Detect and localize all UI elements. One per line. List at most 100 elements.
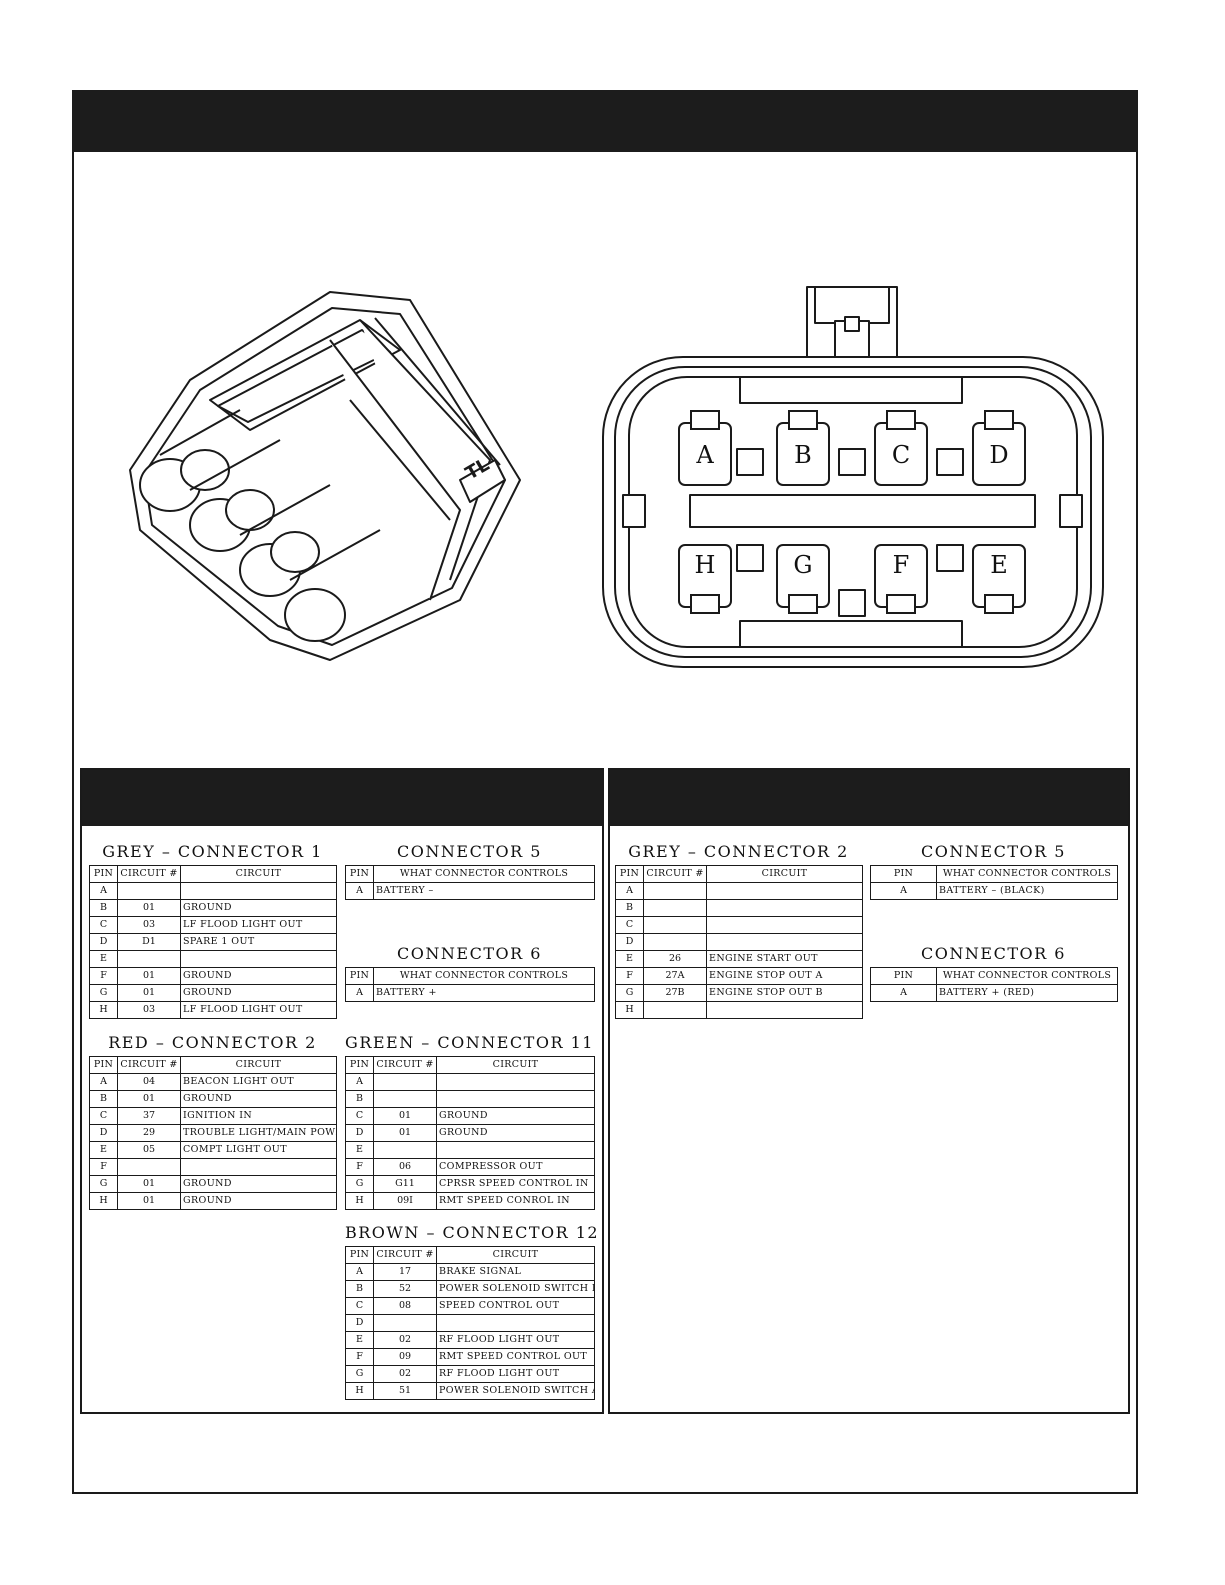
- circuit-name-cell: [180, 882, 337, 900]
- pin-cell: A: [870, 984, 937, 1002]
- pin-cell: E: [615, 950, 644, 968]
- pin-cell: A: [870, 882, 937, 900]
- column-header-circuit-num: CIRCUIT #: [373, 1056, 437, 1074]
- circuit-name-cell: BATTERY + (RED): [936, 984, 1118, 1002]
- column-header-controls: WHAT CONNECTOR CONTROLS: [936, 967, 1118, 985]
- column-header-pin: PIN: [345, 967, 374, 985]
- circuit-name-cell: RMT SPEED CONTROL OUT: [436, 1348, 595, 1366]
- circuit-name-cell: IGNITION IN: [180, 1107, 337, 1125]
- pin-cell: G: [89, 1175, 118, 1193]
- circuit-name-cell: SPARE 1 OUT: [180, 933, 337, 951]
- pin-cell: B: [89, 899, 118, 917]
- table-row: A: [345, 1073, 595, 1091]
- red-connector-2-title: RED – CONNECTOR 2: [108, 1033, 317, 1052]
- circuit-number-cell: 09: [373, 1348, 437, 1366]
- column-header-pin: PIN: [345, 865, 374, 883]
- circuit-name-cell: GROUND: [436, 1124, 595, 1142]
- circuit-name-cell: BATTERY +: [373, 984, 595, 1002]
- column-header-controls: WHAT CONNECTOR CONTROLS: [373, 967, 595, 985]
- circuit-name-cell: TROUBLE LIGHT/MAIN POWER OUT: [180, 1124, 337, 1142]
- column-header-circuit-num: CIRCUIT #: [373, 1246, 437, 1264]
- connector-front-view: A B C D H G F E: [602, 286, 1104, 668]
- column-header-circuit-num: CIRCUIT #: [117, 1056, 181, 1074]
- table-row: E: [345, 1141, 595, 1159]
- circuit-name-cell: BRAKE SIGNAL: [436, 1263, 595, 1281]
- column-header-circuit: CIRCUIT: [180, 865, 337, 883]
- pin-cell: E: [345, 1331, 374, 1349]
- circuit-number-cell: 01: [373, 1107, 437, 1125]
- table-row: D: [615, 933, 863, 951]
- pin-cell: H: [89, 1001, 118, 1019]
- column-header-pin: PIN: [870, 967, 937, 985]
- top-header-band: [72, 90, 1138, 152]
- pin-cell: D: [615, 933, 644, 951]
- pin-cell: H: [615, 1001, 644, 1019]
- circuit-number-cell: 26: [643, 950, 707, 968]
- pin-label-h: H: [695, 551, 716, 579]
- circuit-number-cell: [373, 1314, 437, 1332]
- circuit-number-cell: 08: [373, 1297, 437, 1315]
- circuit-number-cell: [373, 1090, 437, 1108]
- circuit-name-cell: GROUND: [180, 1175, 337, 1193]
- circuit-name-cell: [436, 1141, 595, 1159]
- circuit-number-cell: 29: [117, 1124, 181, 1142]
- circuit-name-cell: BATTERY – (BLACK): [936, 882, 1118, 900]
- circuit-number-cell: 27B: [643, 984, 707, 1002]
- circuit-name-cell: [706, 899, 863, 917]
- pin-label-f: F: [893, 551, 910, 579]
- pin-cell: F: [345, 1158, 374, 1176]
- circuit-name-cell: POWER SOLENOID SWITCH B: [436, 1280, 595, 1298]
- circuit-number-cell: [117, 950, 181, 968]
- circuit-name-cell: GROUND: [180, 1192, 337, 1210]
- circuit-name-cell: [436, 1090, 595, 1108]
- connector-isometric-view: TL: [129, 291, 521, 661]
- circuit-number-cell: 04: [117, 1073, 181, 1091]
- green-connector-11-title: GREEN – CONNECTOR 11: [345, 1033, 594, 1052]
- circuit-name-cell: GROUND: [180, 899, 337, 917]
- column-header-circuit-num: CIRCUIT #: [117, 865, 181, 883]
- circuit-number-cell: [373, 1073, 437, 1091]
- pin-label-g: G: [793, 551, 812, 579]
- circuit-name-cell: LF FLOOD LIGHT OUT: [180, 1001, 337, 1019]
- table-row: E: [89, 950, 337, 968]
- pin-cell: A: [345, 1073, 374, 1091]
- r-connector-6-title: CONNECTOR 6: [921, 944, 1066, 963]
- circuit-name-cell: BEACON LIGHT OUT: [180, 1073, 337, 1091]
- pin-cell: B: [89, 1090, 118, 1108]
- circuit-name-cell: CPRSR SPEED CONTROL IN: [436, 1175, 595, 1193]
- circuit-number-cell: G11: [373, 1175, 437, 1193]
- pin-cell: D: [345, 1314, 374, 1332]
- column-header-circuit: CIRCUIT: [436, 1056, 595, 1074]
- table-row: A: [615, 882, 863, 900]
- pin-label-b: B: [794, 441, 812, 469]
- circuit-number-cell: [643, 1001, 707, 1019]
- circuit-number-cell: 52: [373, 1280, 437, 1298]
- circuit-name-cell: [706, 1001, 863, 1019]
- pin-cell: G: [345, 1175, 374, 1193]
- circuit-name-cell: GROUND: [180, 1090, 337, 1108]
- circuit-name-cell: RF FLOOD LIGHT OUT: [436, 1365, 595, 1383]
